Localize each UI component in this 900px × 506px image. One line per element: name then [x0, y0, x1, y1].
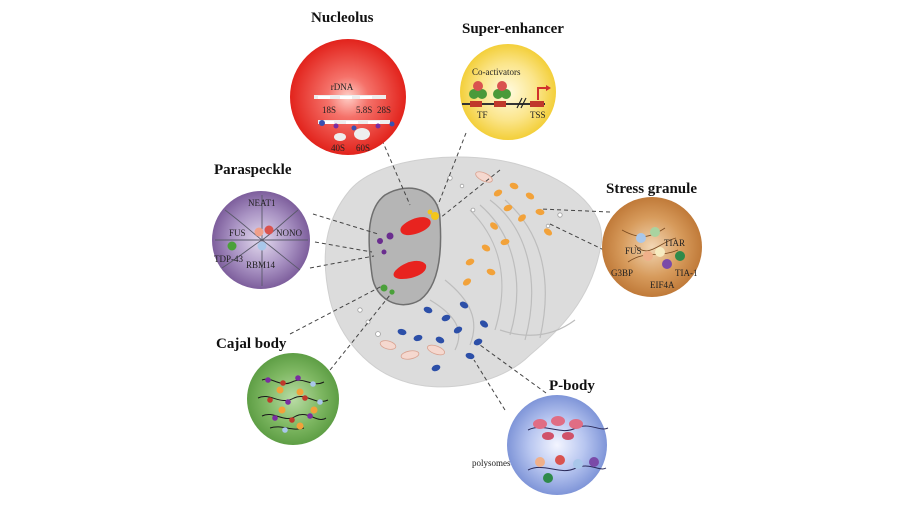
cajal-body-inset: [247, 353, 339, 445]
stress-granule-inset: FUS TIAR G3BP TIA-1 EIF4A: [602, 197, 702, 297]
title-super-enhancer: Super-enhancer: [462, 21, 564, 37]
title-p-body: P-body: [549, 378, 595, 394]
p-body-inset: polysomes: [472, 395, 609, 495]
label-rbm14: RBM14: [246, 260, 276, 270]
title-nucleolus: Nucleolus: [311, 10, 374, 26]
label-tiar: TIAR: [664, 238, 685, 248]
label-neat1: NEAT1: [248, 198, 276, 208]
label-nono: NONO: [276, 228, 302, 238]
endoplasmic-reticulum: [429, 199, 576, 351]
label-40s: 40S: [331, 143, 345, 153]
cajal-proteins: [265, 375, 323, 433]
label-g3bp: G3BP: [611, 268, 633, 278]
title-cajal-body: Cajal body: [216, 336, 287, 352]
subunit-60s: [354, 128, 370, 140]
label-60s: 60S: [356, 143, 370, 153]
label-tia1: TIA-1: [675, 268, 698, 278]
rdna-blocks: [318, 96, 380, 124]
paraspeckle-inset: NEAT1 FUS NONO TDP-43 RBM14: [212, 191, 310, 289]
connector-lines: [289, 132, 611, 411]
co-activator-complex: [469, 81, 511, 99]
ribosomes: [533, 416, 599, 483]
label-fus: FUS: [229, 228, 246, 238]
nucleolus-proteins: [319, 120, 395, 131]
label-co-activators: Co-activators: [472, 67, 521, 77]
title-stress-granule: Stress granule: [606, 181, 697, 197]
cell: [324, 156, 603, 388]
label-polysomes: polysomes: [472, 458, 511, 468]
label-eif4a: EIF4A: [650, 280, 675, 290]
label-tf: TF: [477, 110, 488, 120]
label-28s: 28S: [377, 105, 391, 115]
tss-arrow-icon: [537, 87, 548, 100]
cell-membrane: [324, 156, 603, 388]
p-bodies-in-cell: [397, 301, 489, 372]
vesicles: [357, 175, 563, 337]
subunit-40s: [334, 133, 346, 141]
label-rdna: rDNA: [331, 82, 354, 92]
nuclear-condensates: [377, 209, 439, 295]
super-enhancer-inset: Co-activators TF TSS: [460, 44, 556, 140]
nucleolus-inset: rDNA 18S 5.8S 28S 40S: [290, 39, 406, 155]
label-18s: 18S: [322, 105, 336, 115]
title-paraspeckle: Paraspeckle: [214, 162, 292, 178]
cajal-star-proteins: [276, 386, 318, 430]
label-sg-fus: FUS: [625, 246, 642, 256]
stress-granules-in-cell: [462, 182, 553, 286]
label-tss: TSS: [530, 110, 546, 120]
label-tdp43: TDP-43: [214, 254, 243, 264]
label-5-8s: 5.8S: [356, 105, 372, 115]
